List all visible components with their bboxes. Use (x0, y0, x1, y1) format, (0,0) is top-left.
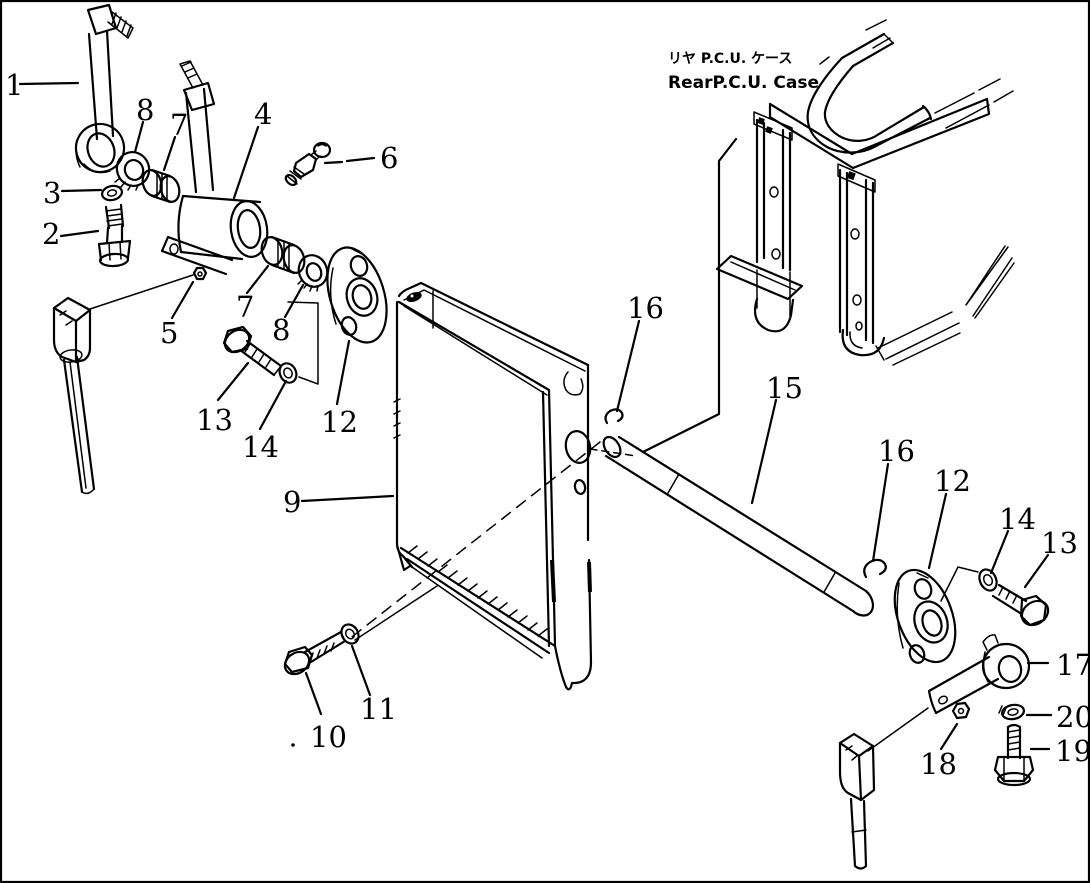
callout-7-left: 7 (170, 108, 188, 142)
lever-17 (927, 634, 1031, 715)
group-bracket-right (940, 566, 979, 602)
callout-14-right: 14 (999, 502, 1036, 536)
callout-13-right: 13 (1041, 526, 1078, 560)
lock-washer-20 (998, 703, 1026, 721)
callout-1: 1 (5, 68, 23, 102)
callout-2: 2 (42, 217, 60, 251)
clip-16-right (863, 558, 887, 579)
bolt-2 (97, 203, 132, 268)
bolt-13-left (222, 325, 283, 377)
callout-4: 4 (254, 97, 272, 131)
clip-16-left (604, 408, 624, 425)
lever-strip-4 (179, 60, 216, 194)
rod-15 (602, 435, 874, 617)
bearing-8-mid (297, 254, 329, 292)
bolt-13-right (991, 583, 1050, 627)
rod-end-link-line (89, 274, 194, 310)
nut-5 (192, 266, 208, 281)
callout-5: 5 (160, 316, 178, 350)
washer-11 (340, 623, 360, 645)
bolt-10 (283, 630, 347, 676)
callout-7-mid: 7 (236, 290, 254, 324)
callout-18: 18 (920, 747, 957, 781)
speck (291, 743, 295, 747)
callout-16-right: 16 (878, 434, 915, 468)
leader-lines (18, 81, 1053, 751)
washer-14-right (978, 568, 998, 592)
bolt-19 (993, 723, 1035, 787)
washer-3 (101, 184, 123, 202)
callout-3: 3 (43, 176, 61, 210)
callout-12-right: 12 (934, 464, 971, 498)
bushing-7-left (141, 168, 181, 204)
callout-16-left: 16 (627, 291, 664, 325)
flange-bushing-12-left (326, 246, 388, 344)
nut-18 (951, 701, 971, 720)
callout-14-left: 14 (242, 430, 279, 464)
callout-12-left: 12 (321, 405, 358, 439)
rear-pcu-case-frame (715, 19, 1015, 366)
lever-assembly-1 (74, 3, 134, 174)
rod-end-left (52, 296, 96, 495)
callout-20: 20 (1056, 700, 1090, 734)
callout-19: 19 (1055, 734, 1090, 768)
callout-numbers: 1 2 3 4 5 6 7 8 7 8 9 10 11 12 13 14 15 … (5, 68, 1090, 781)
callout-11: 11 (360, 692, 397, 726)
callout-6: 6 (380, 141, 398, 175)
boss-4 (160, 194, 269, 276)
callout-8-left: 8 (136, 93, 154, 127)
group-bracket-left (287, 301, 319, 385)
case-label-english: RearP.C.U. Case (668, 73, 819, 93)
callout-9: 9 (283, 485, 301, 519)
callout-17: 17 (1056, 648, 1090, 682)
washer-14-left (278, 362, 298, 384)
callout-8-mid: 8 (272, 313, 290, 347)
callout-10: 10 (310, 720, 347, 754)
bushing-8-left (114, 151, 151, 191)
grease-fitting-6 (284, 141, 332, 187)
flange-bushing-12-right (893, 568, 957, 664)
callout-15: 15 (766, 371, 803, 405)
callout-13-left: 13 (196, 403, 233, 437)
cover-plate-9 (347, 281, 637, 691)
bushing-7-mid (260, 235, 306, 275)
case-label-japanese: リヤ P.C.U. ケース (668, 51, 792, 67)
lever-to-rod-end-line (867, 707, 929, 752)
rod-end-right (838, 732, 876, 870)
case-to-rod-leader (641, 137, 738, 454)
